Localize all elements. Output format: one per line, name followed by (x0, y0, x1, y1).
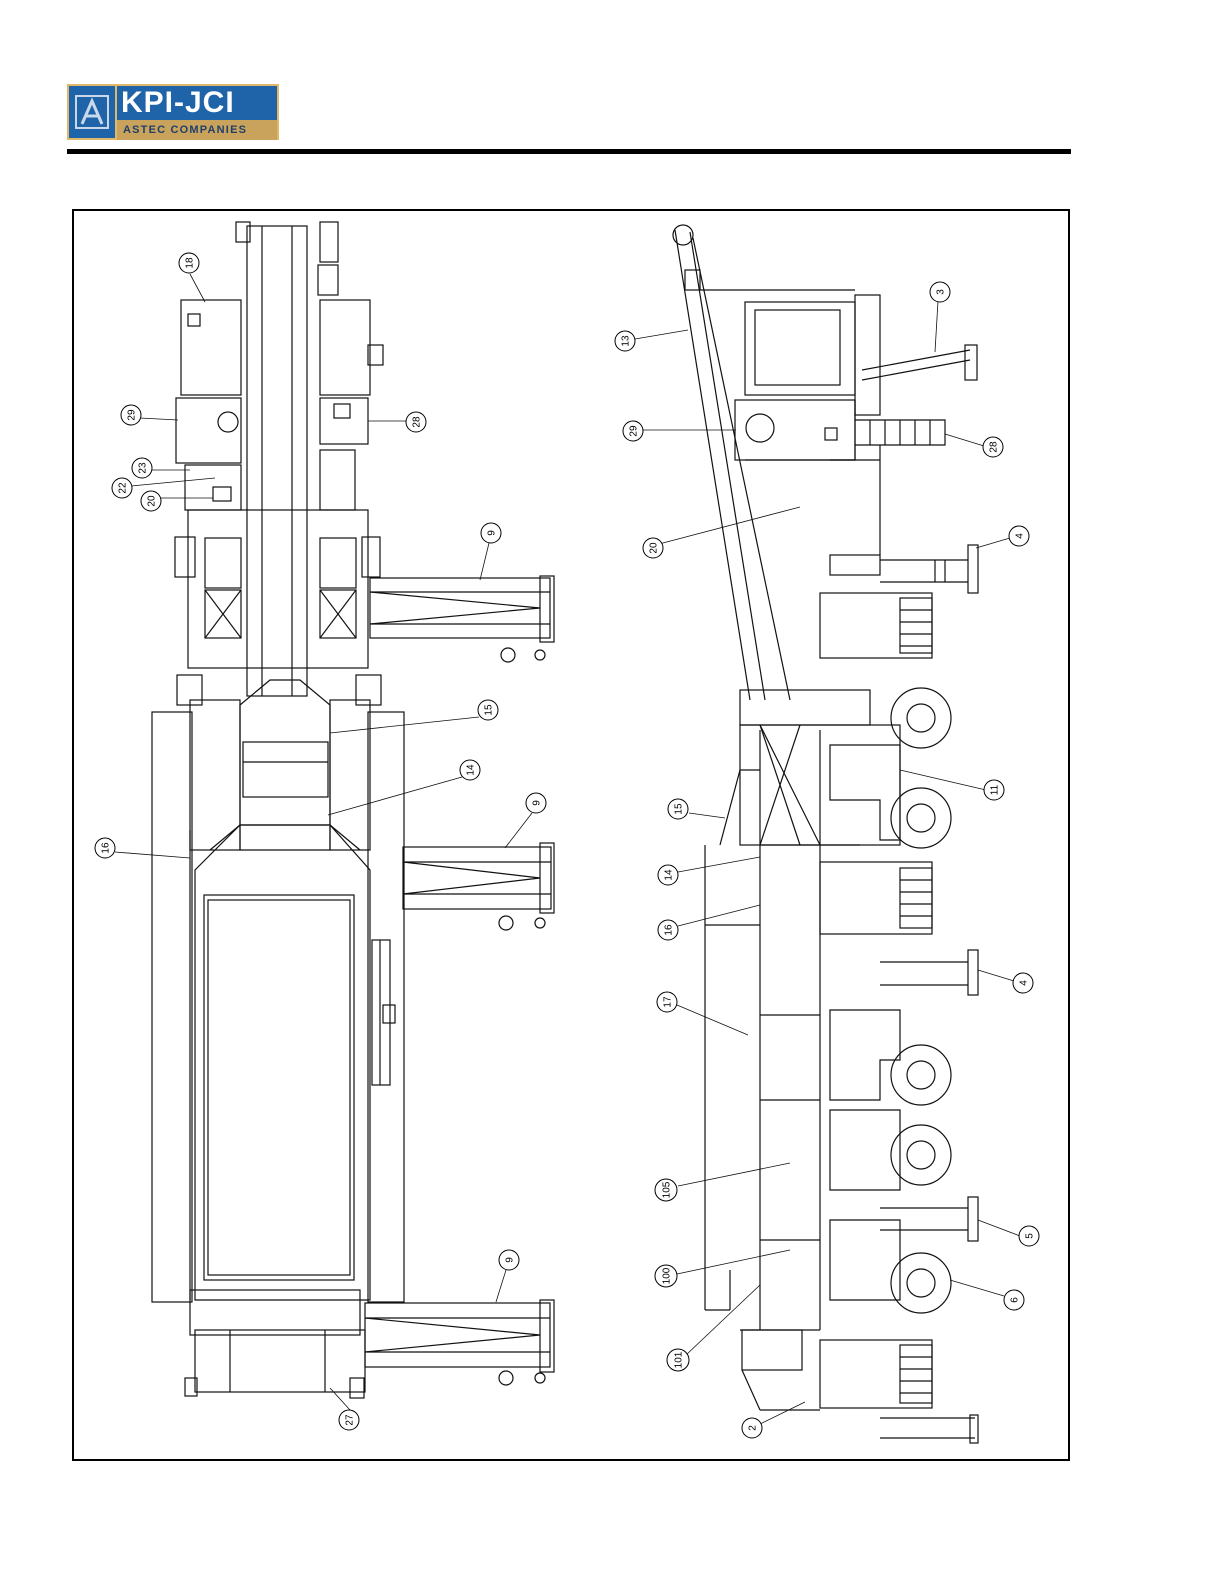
svg-text:27: 27 (345, 1414, 356, 1426)
callout-28-side: 28 (983, 437, 1003, 457)
svg-text:6: 6 (1010, 1297, 1021, 1303)
callout-11: 11 (984, 780, 1004, 800)
svg-text:14: 14 (466, 764, 477, 776)
svg-text:4: 4 (1015, 533, 1026, 539)
svg-text:28: 28 (412, 416, 423, 428)
svg-text:29: 29 (629, 425, 640, 437)
callout-9-second: 9 (526, 793, 546, 813)
callout-13: 13 (615, 331, 635, 351)
leader-lines (115, 274, 1020, 1424)
callout-29-plan: 29 (121, 405, 141, 425)
svg-text:20: 20 (649, 542, 660, 554)
svg-text:16: 16 (664, 924, 675, 936)
callout-20-side: 20 (643, 538, 663, 558)
callout-28-plan: 28 (406, 412, 426, 432)
svg-text:18: 18 (185, 257, 196, 269)
svg-text:11: 11 (990, 784, 1001, 795)
callout-4-first: 4 (1009, 526, 1029, 546)
callout-16-side: 16 (658, 920, 678, 940)
callout-100: 100 (655, 1265, 677, 1287)
svg-text:14: 14 (664, 869, 675, 881)
callout-3: 3 (930, 282, 950, 302)
svg-text:2: 2 (748, 1425, 759, 1431)
callout-5: 5 (1019, 1226, 1039, 1246)
callout-15-plan: 15 (478, 700, 498, 720)
callout-4-second: 4 (1013, 973, 1033, 993)
svg-text:9: 9 (505, 1257, 516, 1263)
svg-text:23: 23 (138, 462, 149, 474)
callout-23: 23 (132, 458, 152, 478)
svg-text:3: 3 (936, 289, 947, 295)
svg-text:22: 22 (118, 482, 129, 494)
callout-14-plan: 14 (460, 760, 480, 780)
callout-27: 27 (339, 1410, 359, 1430)
callout-9-third: 9 (499, 1250, 519, 1270)
callout-17: 17 (657, 992, 677, 1012)
svg-text:9: 9 (487, 530, 498, 536)
plan-view (152, 222, 554, 1398)
callout-2: 2 (742, 1418, 762, 1438)
svg-text:9: 9 (532, 800, 543, 806)
callout-29-side: 29 (623, 421, 643, 441)
svg-text:5: 5 (1025, 1233, 1036, 1239)
callout-6: 6 (1004, 1290, 1024, 1310)
callout-105: 105 (655, 1179, 677, 1201)
svg-text:13: 13 (621, 335, 632, 347)
callout-9-first: 9 (481, 523, 501, 543)
svg-text:20: 20 (147, 495, 158, 507)
svg-text:101: 101 (674, 1351, 685, 1368)
svg-text:28: 28 (989, 441, 1000, 453)
svg-text:15: 15 (484, 704, 495, 716)
callout-16-plan: 16 (95, 838, 115, 858)
svg-text:15: 15 (674, 803, 685, 815)
svg-text:29: 29 (127, 409, 138, 421)
callout-101: 101 (667, 1349, 689, 1371)
svg-text:17: 17 (663, 996, 674, 1008)
svg-text:16: 16 (101, 842, 112, 854)
callout-22: 22 (112, 478, 132, 498)
svg-text:100: 100 (662, 1267, 673, 1284)
side-view (673, 225, 978, 1443)
callout-18: 18 (179, 253, 199, 273)
callout-20-plan: 20 (141, 491, 161, 511)
svg-text:105: 105 (662, 1181, 673, 1198)
callout-14-side: 14 (658, 865, 678, 885)
svg-text:4: 4 (1019, 980, 1030, 986)
callout-15-side: 15 (668, 799, 688, 819)
